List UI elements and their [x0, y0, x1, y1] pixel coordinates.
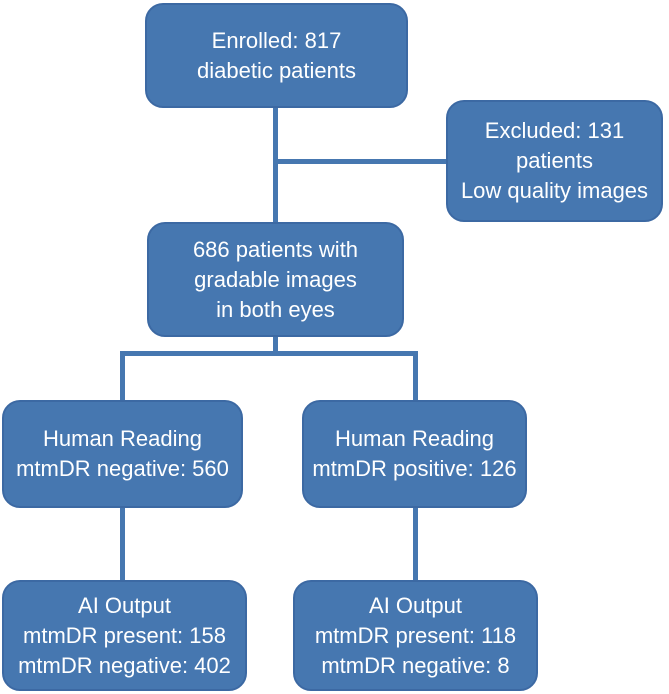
- connector-branch-to-hr-negative: [120, 351, 125, 403]
- node-gradable-patients: 686 patients with gradable images in bot…: [147, 222, 404, 337]
- node-text-line: mtmDR positive: 126: [312, 456, 517, 481]
- node-text-line: gradable images: [194, 266, 357, 292]
- node-text-line: mtmDR present: 158: [23, 622, 226, 648]
- connector-branch-to-hr-positive: [413, 351, 418, 403]
- node-text-line: diabetic patients: [197, 57, 356, 83]
- node-text-line: AI Output: [369, 592, 462, 618]
- node-text-line: Excluded: 131: [484, 118, 625, 143]
- node-human-reading-negative: Human Reading mtmDR negative: 560: [2, 400, 243, 508]
- node-text-line: mtmDR negative: 560: [16, 456, 229, 481]
- connector-enrolled-to-excluded: [275, 159, 449, 164]
- node-enrolled-patients: Enrolled: 817 diabetic patients: [145, 3, 408, 108]
- node-text-line: Enrolled: 817: [211, 27, 342, 53]
- node-text-line: Human Reading: [43, 426, 202, 451]
- node-text-line: mtmDR negative: 8: [321, 652, 510, 678]
- node-human-reading-positive: Human Reading mtmDR positive: 126: [302, 400, 527, 508]
- node-text-line: Low quality images: [460, 178, 649, 203]
- node-ai-output-positive-branch: AI Output mtmDR present: 118 mtmDR negat…: [293, 580, 538, 691]
- node-text-line: 686 patients with: [192, 236, 359, 262]
- node-text-line: Human Reading: [335, 426, 494, 451]
- node-text-line: patients: [515, 148, 594, 173]
- connector-gradable-stem: [273, 334, 278, 356]
- node-text-line: mtmDR present: 118: [314, 622, 517, 648]
- node-ai-output-negative-branch: AI Output mtmDR present: 158 mtmDR negat…: [2, 580, 247, 691]
- connector-hr-negative-to-ai-output: [120, 505, 125, 583]
- connector-branch-horizontal: [120, 351, 418, 356]
- node-text-line: in both eyes: [216, 296, 335, 322]
- connector-enrolled-to-gradable: [273, 105, 278, 227]
- node-excluded-patients: Excluded: 131 patients Low quality image…: [446, 100, 663, 222]
- node-text-line: AI Output: [78, 592, 171, 618]
- node-text-line: mtmDR negative: 402: [18, 652, 231, 678]
- connector-hr-positive-to-ai-output: [413, 505, 418, 583]
